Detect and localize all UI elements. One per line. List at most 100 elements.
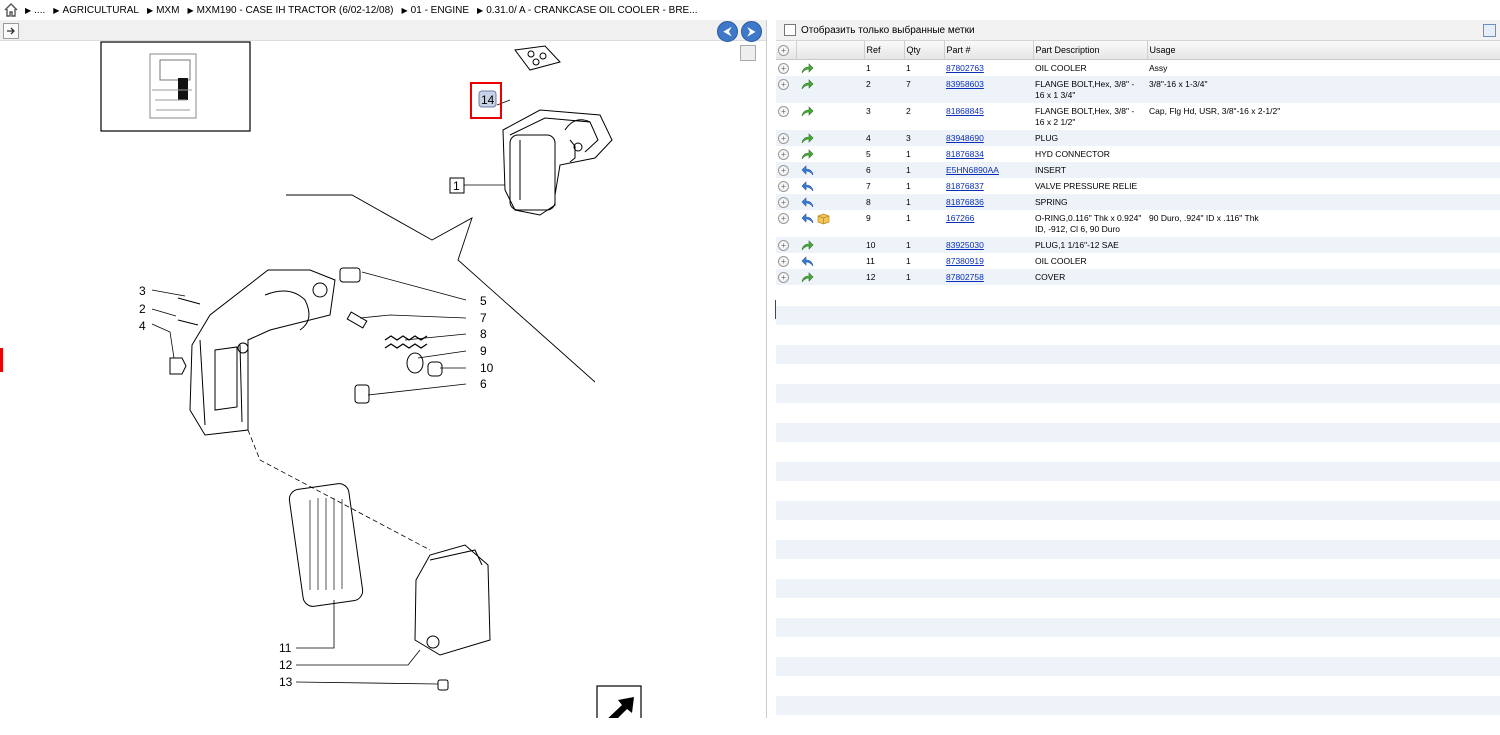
show-selected-only-checkbox[interactable]	[784, 24, 796, 36]
green-arrow-icon[interactable]	[801, 106, 814, 117]
blue-arrow-icon[interactable]	[801, 165, 814, 176]
breadcrumb-item-engine[interactable]: ▶01 - ENGINE	[401, 4, 470, 16]
previous-page-button[interactable]: ⮜	[717, 21, 738, 42]
cell-part[interactable]: 83958603	[944, 76, 1033, 103]
callout-13[interactable]: 13	[279, 675, 293, 689]
row-expand[interactable]: +	[776, 162, 796, 178]
cell-part[interactable]: 87380919	[944, 253, 1033, 269]
home-icon[interactable]	[3, 2, 19, 18]
column-header-part[interactable]: Part #	[944, 41, 1034, 60]
row-expand[interactable]: +	[776, 76, 796, 103]
callout-5[interactable]: 5	[480, 294, 487, 308]
breadcrumb-item-mxm[interactable]: ▶MXM	[146, 4, 180, 16]
callout-11[interactable]: 11	[279, 641, 292, 655]
blue-arrow-icon[interactable]	[801, 197, 814, 208]
callout-3[interactable]: 3	[139, 284, 146, 298]
cell-part[interactable]: 87802758	[944, 269, 1033, 285]
blue-arrow-icon[interactable]	[801, 181, 814, 192]
column-header-qty[interactable]: Qty	[904, 41, 945, 60]
grid-settings-icon[interactable]	[1483, 24, 1496, 37]
cell-part[interactable]: 81868845	[944, 103, 1033, 130]
row-expand[interactable]: +	[776, 210, 796, 237]
row-expand[interactable]: +	[776, 269, 796, 285]
part-number-link[interactable]: 87802763	[946, 63, 984, 73]
cell-part[interactable]: 81876836	[944, 194, 1033, 210]
empty-row	[776, 403, 1500, 423]
part-number-link[interactable]: 87802758	[946, 272, 984, 282]
row-expand[interactable]: +	[776, 237, 796, 253]
cell-part[interactable]: 167266	[944, 210, 1033, 237]
part-number-link[interactable]: 83925030	[946, 240, 984, 250]
part-number-link[interactable]: 81876834	[946, 149, 984, 159]
panel-splitter[interactable]	[766, 20, 775, 718]
row-expand[interactable]: +	[776, 103, 796, 130]
green-arrow-icon[interactable]	[801, 133, 814, 144]
engine-thumbnail[interactable]	[100, 41, 251, 132]
part-number-link[interactable]: E5HN6890AA	[946, 165, 999, 175]
column-header-usage[interactable]: Usage	[1147, 41, 1500, 60]
row-expand[interactable]: +	[776, 253, 796, 269]
part-number-link[interactable]: 167266	[946, 213, 975, 223]
green-arrow-icon[interactable]	[801, 63, 814, 74]
cell-part[interactable]: 83948690	[944, 130, 1033, 146]
callout-9[interactable]: 9	[480, 344, 487, 358]
row-expand[interactable]: +	[776, 146, 796, 162]
column-header-desc[interactable]: Part Description	[1033, 41, 1148, 60]
cell-part[interactable]: 87802763	[944, 60, 1033, 77]
callout-1[interactable]: 1	[453, 179, 460, 193]
cell-part[interactable]: E5HN6890AA	[944, 162, 1033, 178]
callout-10[interactable]: 10	[480, 361, 494, 375]
breadcrumb-item-model[interactable]: ▶MXM190 - CASE IH TRACTOR (6/02-12/08)	[187, 4, 394, 16]
callout-6[interactable]: 6	[480, 377, 487, 391]
callout-14[interactable]: 14	[481, 93, 495, 107]
part-number-link[interactable]: 81876836	[946, 197, 984, 207]
breadcrumb-item-root[interactable]: ▶....	[25, 4, 46, 16]
callout-2[interactable]: 2	[139, 302, 146, 316]
part-number-link[interactable]: 81876837	[946, 181, 984, 191]
green-arrow-icon[interactable]	[801, 240, 814, 251]
green-arrow-icon[interactable]	[801, 149, 814, 160]
callout-4[interactable]: 4	[139, 319, 146, 333]
green-arrow-icon[interactable]	[801, 272, 814, 283]
triangle-right-icon: ▶	[401, 5, 408, 15]
part-number-link[interactable]: 83958603	[946, 79, 984, 89]
part-number-link[interactable]: 87380919	[946, 256, 984, 266]
callout-7[interactable]: 7	[480, 311, 487, 325]
cell-usage: Cap, Flg Hd, USR, 3/8"-16 x 2-1/2"	[1149, 106, 1281, 116]
callout-12[interactable]: 12	[279, 658, 293, 672]
row-expand[interactable]: +	[776, 60, 796, 77]
cell-part[interactable]: 81876837	[944, 178, 1033, 194]
column-expand[interactable]: +	[776, 41, 797, 60]
navigate-to-assembly-button[interactable]	[596, 685, 642, 718]
cell-part[interactable]: 81876834	[944, 146, 1033, 162]
callout-8[interactable]: 8	[480, 327, 487, 341]
next-page-button[interactable]: ⮞	[741, 21, 762, 42]
maximize-diagram-button[interactable]	[740, 45, 756, 61]
breadcrumb-item-agricultural[interactable]: ▶AGRICULTURAL	[53, 4, 139, 16]
breadcrumb-item-section[interactable]: ▶0.31.0/ A - CRANKCASE OIL COOLER - BRE.…	[477, 4, 698, 16]
column-header-ref[interactable]: Ref	[864, 41, 905, 60]
row-expand[interactable]: +	[776, 130, 796, 146]
green-arrow-icon[interactable]	[801, 79, 814, 90]
cell-part[interactable]: 83925030	[944, 237, 1033, 253]
row-expand[interactable]: +	[776, 178, 796, 194]
part-number-link[interactable]: 83948690	[946, 133, 984, 143]
part-number-link[interactable]: 81868845	[946, 106, 984, 116]
package-box-icon[interactable]	[817, 213, 830, 225]
expand-tree-button[interactable]	[3, 23, 19, 39]
blue-arrow-icon[interactable]	[801, 213, 814, 224]
blue-arrow-icon[interactable]	[801, 256, 814, 267]
row-expand[interactable]: +	[776, 194, 796, 210]
